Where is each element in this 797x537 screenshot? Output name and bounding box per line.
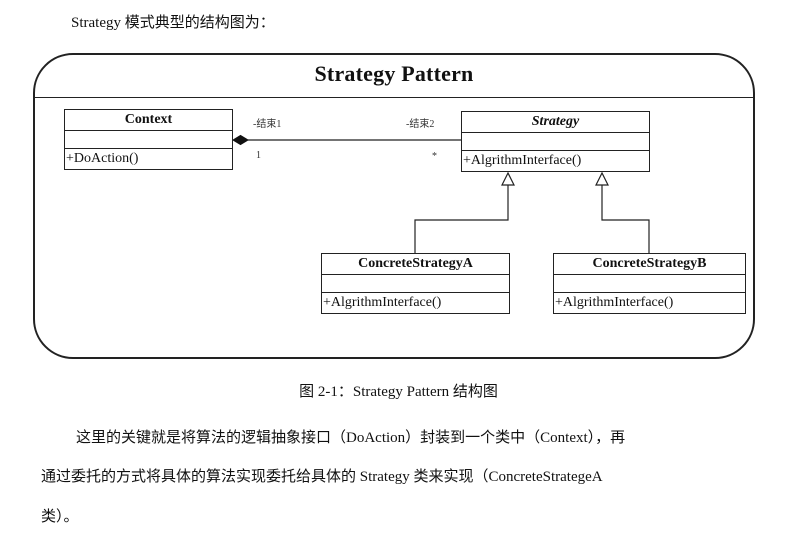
paragraph-line-2: 通过委托的方式将具体的算法实现委托给具体的 Strategy 类来实现（Conc… (41, 469, 603, 485)
association-end1-multiplicity: 1 (256, 150, 261, 161)
class-context: Context +DoAction() (64, 109, 233, 170)
title-separator (35, 97, 753, 98)
generalization-line-b (601, 185, 650, 253)
class-attributes (322, 275, 509, 293)
class-name: Strategy (462, 112, 649, 133)
paragraph-line-1: 这里的关键就是将算法的逻辑抽象接口（DoAction）封装到一个类中（Conte… (76, 430, 626, 446)
class-concrete-strategy-b: ConcreteStrategyB +AlgrithmInterface() (553, 253, 746, 314)
class-operation: +DoAction() (66, 151, 139, 166)
class-name: ConcreteStrategyB (554, 254, 745, 275)
association-end1-role: -结束1 (253, 119, 282, 130)
class-name: Context (65, 110, 232, 131)
class-attributes (554, 275, 745, 293)
generalization-arrow-a (501, 171, 515, 186)
diagram-title: Strategy Pattern (314, 61, 474, 86)
class-name: ConcreteStrategyA (322, 254, 509, 275)
class-attributes (65, 131, 232, 149)
class-operation: +AlgrithmInterface() (463, 153, 582, 168)
class-concrete-strategy-a: ConcreteStrategyA +AlgrithmInterface() (321, 253, 510, 314)
generalization-arrow-b (595, 171, 609, 186)
intro-text: Strategy 模式典型的结构图为： (71, 15, 275, 31)
figure-caption: 图 2-1：Strategy Pattern 结构图 (299, 384, 498, 400)
paragraph-line-3: 类）。 (41, 509, 79, 525)
class-attributes (462, 133, 649, 151)
association-end2-multiplicity: * (432, 151, 437, 162)
association-end2-role: -结束2 (406, 119, 435, 130)
diagram-frame: Strategy Pattern (33, 53, 755, 359)
class-strategy: Strategy +AlgrithmInterface() (461, 111, 650, 172)
class-operation: +AlgrithmInterface() (323, 295, 442, 310)
class-operation: +AlgrithmInterface() (555, 295, 674, 310)
generalization-line-a (414, 185, 509, 253)
composition-diamond (232, 134, 249, 146)
